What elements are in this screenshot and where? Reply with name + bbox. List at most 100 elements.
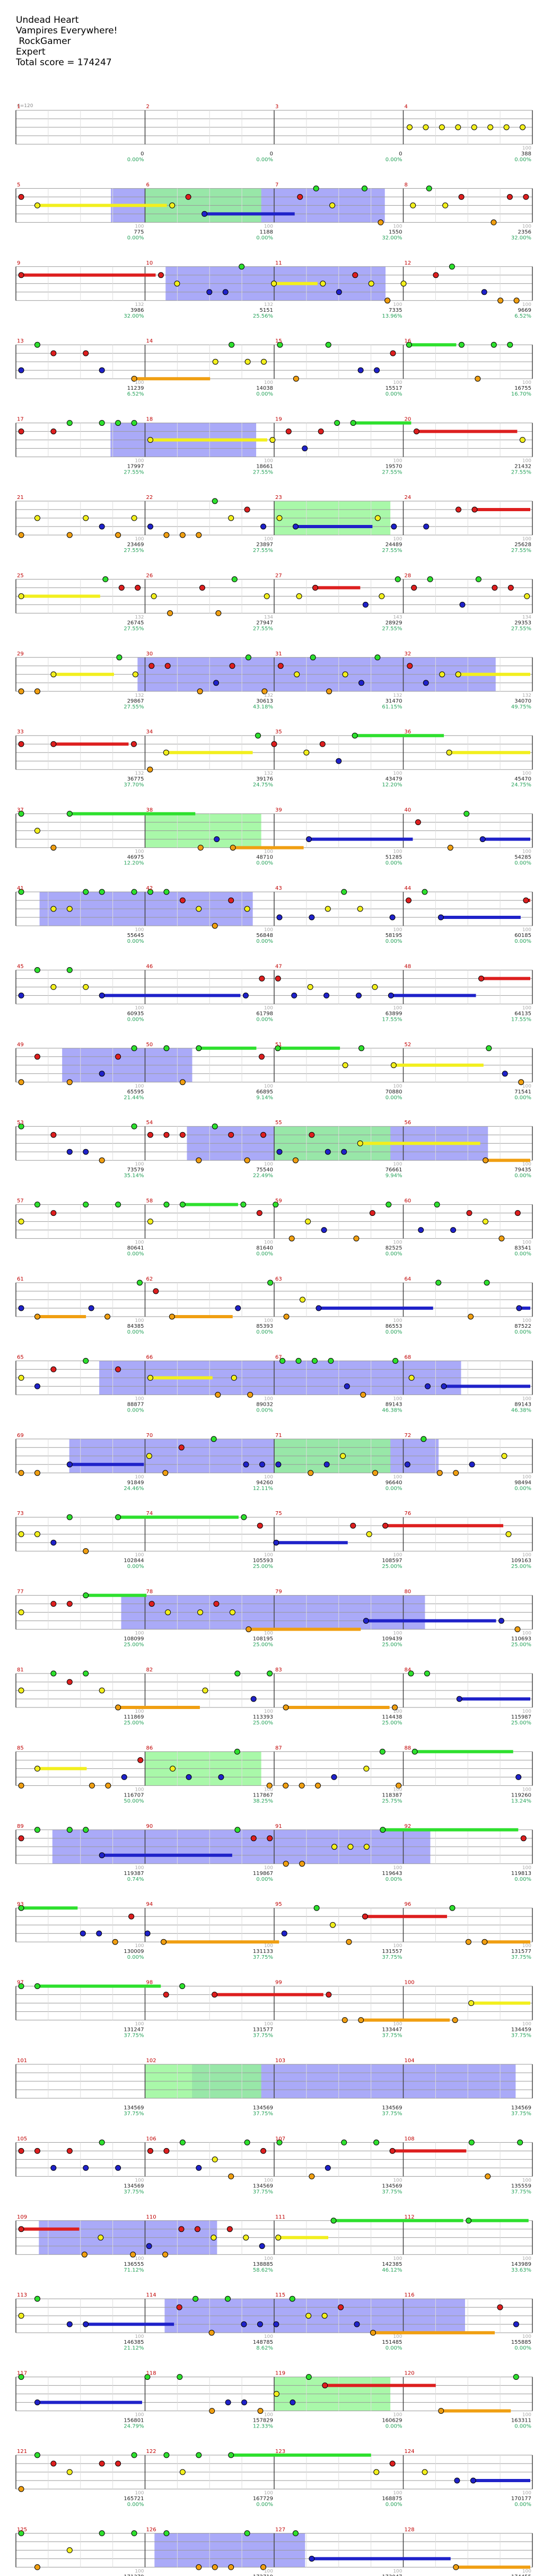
measure-score: 26745 bbox=[127, 620, 144, 626]
note bbox=[266, 1782, 273, 1789]
note bbox=[384, 297, 391, 304]
measure-score: 134569 bbox=[124, 2105, 144, 2111]
note bbox=[229, 663, 235, 669]
note bbox=[179, 1132, 186, 1138]
measure-multiplier: 100 bbox=[135, 2256, 144, 2262]
measure-percent: 46.38% bbox=[382, 1407, 402, 1413]
measure-score: 51285 bbox=[386, 855, 402, 861]
note bbox=[66, 1149, 73, 1155]
note bbox=[316, 1305, 322, 1311]
measure-multiplier: 100 bbox=[393, 459, 402, 464]
note bbox=[112, 1939, 118, 1945]
note bbox=[66, 2148, 73, 2154]
measure-number: 108 bbox=[405, 2136, 415, 2142]
note bbox=[305, 2312, 312, 2319]
measure-number: 38 bbox=[146, 808, 153, 813]
measure-number: 70 bbox=[146, 1433, 153, 1439]
measure-number: 50 bbox=[146, 1042, 153, 1048]
measure-number: 37 bbox=[17, 808, 24, 813]
measure-number: 39 bbox=[275, 808, 282, 813]
note bbox=[163, 889, 170, 895]
measure-percent: 0.00% bbox=[256, 391, 273, 397]
measure-number: 102 bbox=[146, 2058, 156, 2064]
measure-score: 80641 bbox=[127, 1246, 144, 1251]
note bbox=[313, 1905, 320, 1911]
measure-percent: 0.00% bbox=[386, 2424, 402, 2430]
measure-score: 109163 bbox=[511, 1558, 531, 1564]
measure-score: 131577 bbox=[253, 2027, 273, 2033]
note bbox=[66, 532, 73, 538]
note bbox=[231, 1374, 237, 1381]
measure-multiplier: 132 bbox=[135, 615, 144, 620]
measure-multiplier: 100 bbox=[522, 1553, 531, 1558]
note bbox=[260, 1132, 267, 1138]
measure-score: 117867 bbox=[253, 1792, 273, 1798]
note bbox=[256, 1210, 262, 1216]
note bbox=[163, 1992, 169, 1998]
note bbox=[273, 2321, 279, 2327]
note bbox=[352, 732, 358, 739]
note bbox=[50, 1210, 57, 1216]
measure-percent: 12.20% bbox=[124, 861, 144, 866]
note bbox=[50, 2460, 57, 2467]
measure-number: 9 bbox=[17, 260, 20, 266]
note bbox=[259, 2243, 265, 2249]
measure-multiplier: 100 bbox=[135, 1162, 144, 1167]
measure-number: 115 bbox=[275, 2292, 285, 2298]
note bbox=[81, 2251, 87, 2258]
measure-score: 163311 bbox=[511, 2418, 531, 2424]
measure-multiplier: 100 bbox=[393, 2334, 402, 2340]
note bbox=[128, 1913, 135, 1920]
measure-number: 110 bbox=[146, 2214, 156, 2220]
note bbox=[321, 1227, 327, 1233]
measure-score: 160629 bbox=[382, 2418, 402, 2424]
measure-percent: 0.00% bbox=[127, 1407, 144, 1413]
measure-score: 60185 bbox=[514, 933, 531, 939]
note bbox=[178, 2226, 185, 2232]
note bbox=[148, 663, 155, 669]
measure-score: 98494 bbox=[514, 1480, 531, 1486]
measure-percent: 24.79% bbox=[124, 2424, 144, 2430]
note bbox=[458, 341, 465, 348]
measure-multiplier: 100 bbox=[264, 1631, 273, 1636]
measure-score: 114438 bbox=[382, 1714, 402, 1720]
measure-percent: 37.75% bbox=[382, 2189, 402, 2195]
note bbox=[423, 124, 429, 130]
measure-multiplier: 100 bbox=[135, 1553, 144, 1558]
note bbox=[407, 124, 413, 130]
note bbox=[362, 601, 369, 608]
measure-multiplier: 100 bbox=[522, 1709, 531, 1714]
note bbox=[66, 2547, 73, 2553]
chart-row bbox=[15, 1905, 533, 1945]
measure-number: 14 bbox=[146, 338, 153, 344]
measure-multiplier: 100 bbox=[135, 2334, 144, 2340]
note bbox=[83, 1149, 89, 1155]
note bbox=[99, 2530, 105, 2536]
measure-multiplier: 100 bbox=[522, 771, 531, 776]
note bbox=[34, 967, 40, 973]
note bbox=[279, 1357, 286, 1364]
note bbox=[449, 1905, 456, 1911]
measure-percent: 24.75% bbox=[253, 782, 273, 788]
measure-number: 96 bbox=[405, 1902, 411, 1907]
note bbox=[247, 1391, 253, 1398]
note bbox=[83, 2321, 89, 2327]
measure-number: 26 bbox=[146, 573, 153, 579]
note bbox=[176, 2304, 182, 2310]
note bbox=[18, 1782, 24, 1789]
note bbox=[18, 593, 24, 599]
note bbox=[18, 2226, 24, 2232]
measure-number: 43 bbox=[275, 886, 282, 891]
measure-percent: 27.55% bbox=[124, 548, 144, 554]
note bbox=[83, 350, 89, 356]
note bbox=[434, 1202, 440, 1208]
measure-percent: 13.96% bbox=[382, 313, 402, 319]
note bbox=[194, 2226, 200, 2232]
measure-score: 165721 bbox=[124, 2496, 144, 2502]
note bbox=[465, 1939, 471, 1945]
note bbox=[99, 2460, 105, 2467]
measure-percent: 0.00% bbox=[256, 1017, 273, 1022]
measure-score: 64135 bbox=[514, 1011, 531, 1017]
note bbox=[50, 1366, 57, 1372]
note bbox=[309, 2555, 315, 2562]
